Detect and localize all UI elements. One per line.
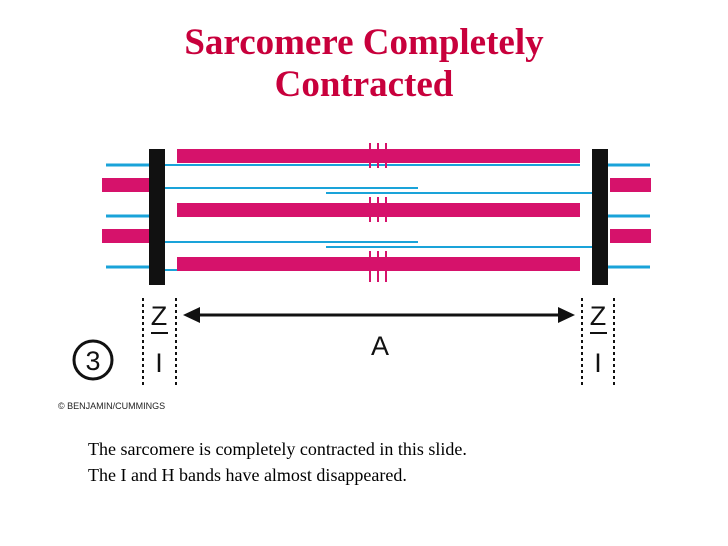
slide-caption: The sarcomere is completely contracted i…	[88, 436, 708, 488]
right-z-label: Z	[590, 301, 607, 331]
right-i-label: I	[594, 348, 602, 378]
caption-line-2: The I and H bands have almost disappeare…	[88, 465, 407, 485]
slide-title: Sarcomere Completely Contracted	[0, 22, 728, 106]
copyright-credit: © BENJAMIN/CUMMINGS	[58, 401, 166, 411]
title-line-1: Sarcomere Completely	[184, 22, 544, 63]
thin-filaments-left	[106, 163, 580, 271]
left-z-label: Z	[151, 301, 168, 331]
a-band-label: A	[371, 331, 389, 361]
z-disc-left	[149, 149, 165, 285]
caption-line-1: The sarcomere is completely contracted i…	[88, 439, 467, 459]
thin-filaments-right	[326, 163, 650, 269]
z-disc-right	[592, 149, 608, 285]
a-band-arrow	[183, 307, 575, 323]
m-line-marks	[369, 143, 387, 282]
title-line-2: Contracted	[274, 64, 454, 105]
step-number-badge	[72, 339, 114, 381]
band-boundary-lines	[142, 298, 615, 385]
step-number: 3	[85, 346, 100, 376]
left-i-label: I	[155, 348, 163, 378]
thick-filaments	[102, 149, 651, 271]
